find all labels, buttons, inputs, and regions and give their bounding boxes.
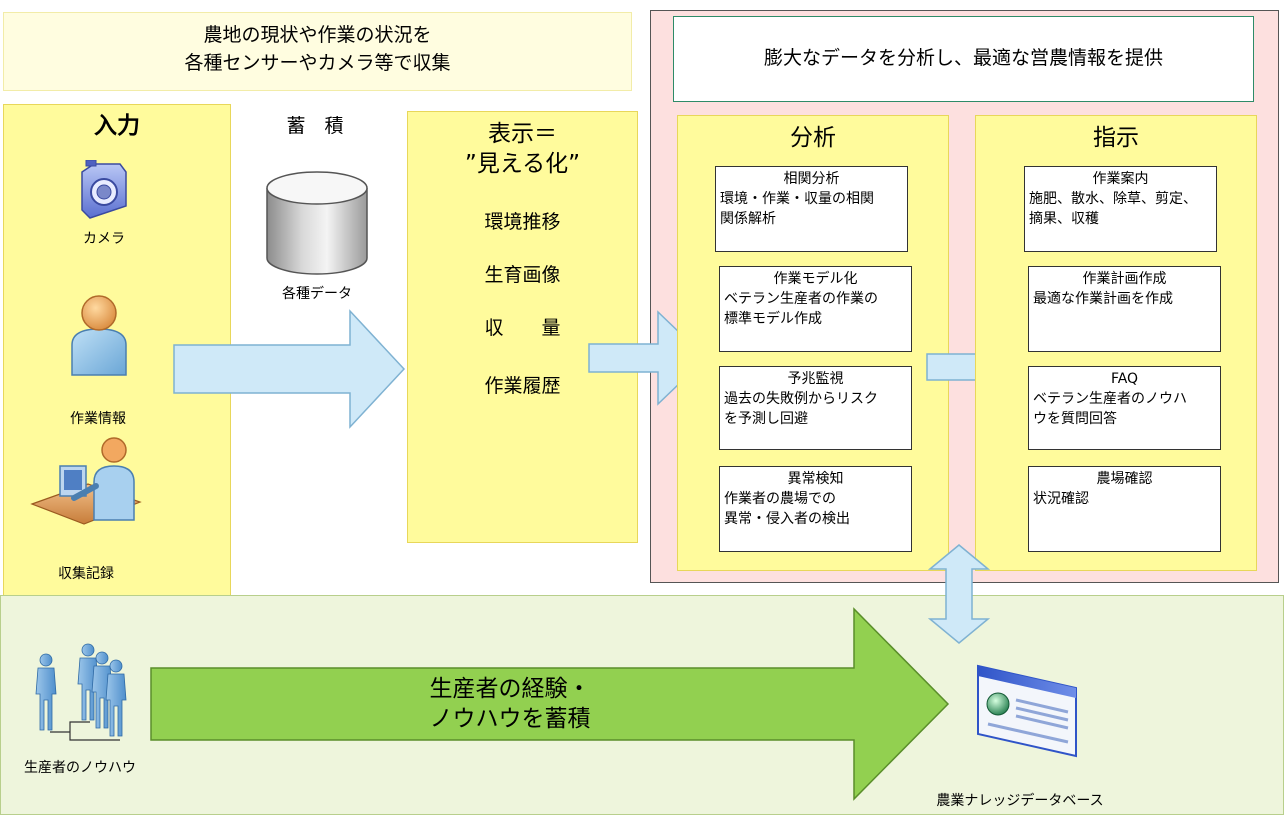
card-farm-check: 農場確認 状況確認 [1028, 466, 1221, 552]
collect-record-label: 収集記録 [58, 566, 114, 582]
display-title-line1: 表示＝ [488, 121, 557, 147]
computer-user-icon [30, 437, 142, 525]
display-item-growth: 生育画像 [484, 264, 561, 286]
arrow-input-to-display [173, 309, 406, 429]
card-work-plan: 作業計画作成 最適な作業計画を作成 [1028, 266, 1221, 352]
database-label: 農業ナレッジデータベース [936, 793, 1104, 809]
display-item-history: 作業履歴 [484, 375, 561, 397]
instruction-title: 指示 [1093, 125, 1139, 151]
work-info-label: 作業情報 [70, 411, 126, 427]
camera-label: カメラ [83, 231, 125, 247]
top-banner-line1: 農地の現状や作業の状況を [203, 24, 432, 46]
top-banner-line2: 各種センサーやカメラ等で収集 [184, 52, 451, 74]
card-anomaly-detection: 異常検知 作業者の農場での 異常・侵入者の検出 [719, 466, 912, 552]
card-correlation: 相関分析 環境・作業・収量の相関 関係解析 [715, 166, 908, 252]
storage-title: 蓄 積 [286, 115, 344, 137]
knowhow-arrow-line1: 生産者の経験・ [429, 676, 591, 702]
knowhow-arrow-line2: ノウハウを蓄積 [429, 706, 591, 732]
camera-icon [81, 160, 127, 219]
storage-label: 各種データ [282, 286, 352, 302]
person-icon [71, 295, 127, 376]
card-work-guide: 作業案内 施肥、散水、除草、剪定、 摘果、収穫 [1024, 166, 1217, 252]
display-item-env: 環境推移 [484, 211, 561, 233]
producers-label: 生産者のノウハウ [24, 760, 136, 776]
input-title: 入力 [94, 113, 140, 139]
display-panel [407, 111, 638, 543]
analysis-header-box [673, 16, 1254, 102]
knowledge-database-icon [977, 664, 1077, 758]
analysis-header-text: 膨大なデータを分析し、最適な営農情報を提供 [763, 47, 1163, 69]
top-banner [3, 12, 632, 91]
knowhow-arrow [150, 607, 950, 801]
display-item-yield: 収 量 [484, 317, 561, 339]
analysis-title: 分析 [790, 125, 836, 151]
card-work-model: 作業モデル化 ベテラン生産者の作業の 標準モデル作成 [719, 266, 912, 352]
producers-icon [35, 643, 127, 741]
card-faq: FAQ ベテラン生産者のノウハ ウを質問回答 [1028, 366, 1221, 450]
display-title-line2: ”見える化” [464, 151, 581, 177]
bidirectional-arrow [928, 544, 990, 644]
database-cylinder-icon [266, 171, 368, 275]
card-predictive-monitoring: 予兆監視 過去の失敗例からリスク を予測し回避 [719, 366, 912, 450]
